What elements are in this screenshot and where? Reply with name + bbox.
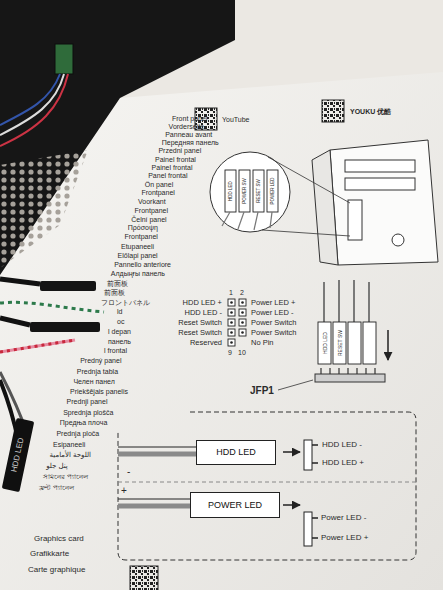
label: Power LED +	[251, 299, 295, 307]
language-label: Алдыңғы панель	[111, 270, 165, 277]
language-label: Frontpanel	[135, 207, 168, 214]
label: HDD LED	[322, 332, 327, 354]
box-text: HDD LED	[216, 448, 256, 457]
language-label: Frontpanel	[141, 189, 174, 196]
label: 1	[229, 289, 233, 296]
component-box: HDD LED	[196, 440, 276, 465]
language-label: اللوحة الأمامية	[50, 451, 91, 458]
label: JFP1	[250, 386, 274, 396]
language-label: Vorderseite	[169, 123, 204, 130]
language-label: Panneau avant	[165, 131, 212, 138]
label: 2	[240, 289, 244, 296]
language-label: Etupaneeli	[121, 243, 154, 250]
language-label: সামনের প্যানেল	[43, 473, 88, 480]
label: RESET SW	[256, 179, 261, 202]
language-label: Painel frontal	[155, 156, 196, 163]
language-label: ld	[117, 308, 122, 315]
case-panel	[0, 0, 235, 275]
label: Power Switch	[251, 319, 296, 327]
label: Reset Switch	[178, 319, 222, 327]
language-label: Ön panel	[145, 181, 173, 188]
language-label: Voorkant	[138, 198, 166, 205]
language-label: Előlapi panel	[118, 252, 158, 259]
language-label: l depan	[108, 328, 131, 335]
label: 10	[238, 349, 246, 356]
label: YOUKU 优酷	[350, 108, 391, 115]
language-label: Pannello anteriore	[114, 261, 171, 268]
language-label: Predný panel	[80, 357, 121, 364]
language-label: l frontal	[104, 347, 127, 354]
label: Reserved	[190, 339, 222, 347]
label: Grafikkarte	[30, 550, 69, 558]
label: POWER LED	[270, 177, 275, 204]
language-label: Prednja tabla	[77, 368, 118, 375]
label: +	[121, 486, 127, 496]
language-label: Priekšējais panelis	[70, 388, 128, 395]
pin-grid	[228, 299, 246, 346]
twisted-wire	[0, 302, 104, 312]
language-label: Front panel	[172, 115, 207, 122]
label: Power Switch	[251, 329, 296, 337]
label: HDD LED +	[322, 459, 364, 467]
label: Reset Switch	[178, 329, 222, 337]
component-box: POWER LED	[190, 492, 280, 518]
connector-wires	[324, 280, 369, 322]
label: Power LED -	[321, 514, 366, 522]
label: YouTube	[222, 116, 250, 123]
label: Graphics card	[34, 535, 84, 543]
connector-plugs	[318, 322, 376, 364]
cable	[0, 279, 40, 284]
cable-tag	[2, 418, 35, 492]
label: Power LED -	[251, 309, 294, 317]
language-label: Prednji panel	[67, 398, 108, 405]
zoom-circle	[210, 152, 290, 232]
language-label: панель	[108, 338, 131, 345]
label: HDD LED	[228, 181, 233, 201]
label: -	[127, 467, 130, 477]
language-label: oc	[117, 318, 124, 325]
language-label: Esipaneeli	[53, 441, 85, 448]
pc-tower	[312, 140, 438, 265]
language-label: Πρόσοψη	[128, 224, 158, 231]
detail-frame	[118, 412, 416, 560]
language-label: フロントパネル	[101, 299, 150, 306]
label: HDD LED +	[183, 299, 222, 307]
pin-header	[315, 374, 385, 382]
language-label: Sprednja plošča	[63, 409, 113, 416]
qr-code	[322, 100, 344, 122]
language-label: Frontpanel	[124, 233, 157, 240]
label: Carte graphique	[28, 566, 85, 574]
pcb-board	[55, 44, 73, 74]
zoom-plugs	[225, 170, 278, 212]
label: POWER SW	[242, 178, 247, 204]
language-label: 前面板	[107, 280, 128, 287]
language-label: ফ্রন্ট প্যানেল	[39, 484, 74, 491]
label: HDD LED -	[184, 309, 222, 317]
connector-plug	[30, 322, 100, 332]
language-label: Передняя панель	[162, 139, 219, 146]
label: Power LED +	[321, 534, 368, 542]
twisted-wire	[0, 340, 75, 352]
box-text: POWER LED	[208, 501, 262, 510]
label: RESET SW	[337, 330, 342, 356]
qr-code	[130, 566, 158, 590]
language-label: Painel frontal	[152, 164, 193, 171]
language-label: Prednja ploča	[56, 430, 99, 437]
language-label: Предња плоча	[60, 419, 108, 426]
language-label: Čelní panel	[131, 216, 166, 223]
label: 9	[228, 349, 232, 356]
case-mesh	[0, 150, 88, 268]
language-label: Челен панел	[73, 378, 114, 385]
language-label: Panel frontal	[148, 172, 187, 179]
header-pins	[304, 440, 318, 546]
language-label: پنل جلو	[46, 462, 68, 469]
connector-plug	[40, 281, 96, 291]
language-label: 前面板	[104, 289, 125, 296]
language-label: Przedni panel	[158, 147, 201, 154]
label: No Pin	[251, 339, 274, 347]
label: HDD LED -	[322, 441, 362, 449]
